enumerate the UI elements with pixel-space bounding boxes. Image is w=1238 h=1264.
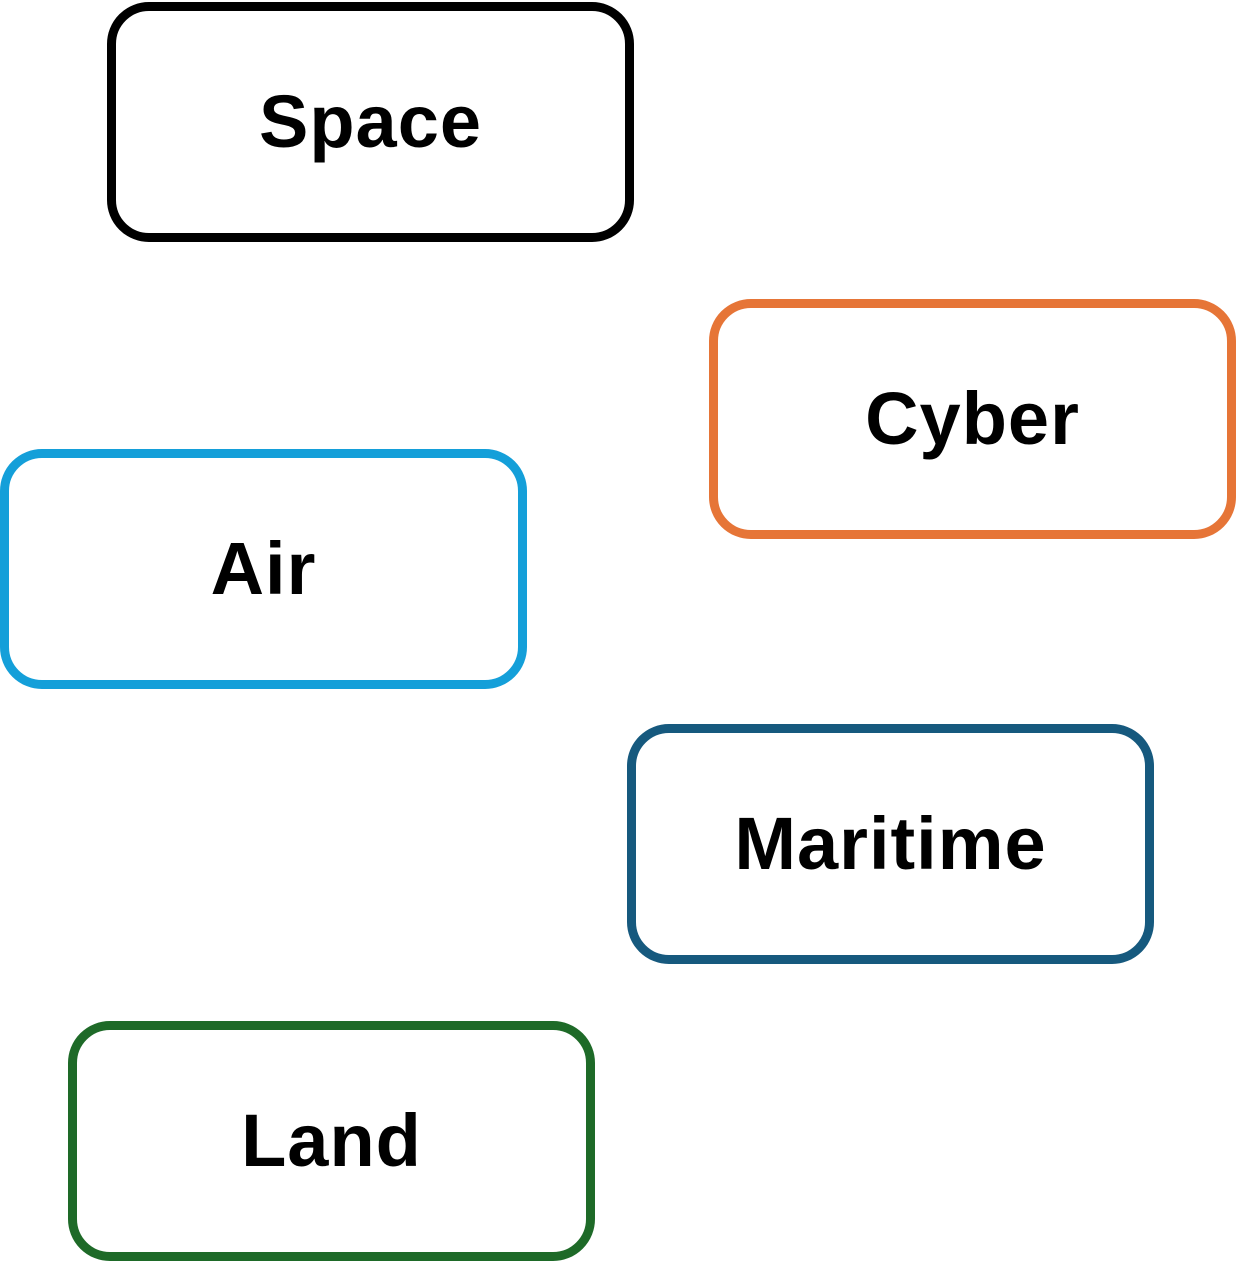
cyber-domain-box: Cyber [709,299,1236,539]
space-label: Space [258,80,483,163]
space-domain-box: Space [107,2,634,242]
land-label: Land [241,1099,422,1182]
cyber-label: Cyber [865,377,1080,460]
maritime-label: Maritime [734,802,1047,885]
air-label: Air [210,527,317,610]
maritime-domain-box: Maritime [627,724,1154,964]
air-domain-box: Air [0,449,527,689]
land-domain-box: Land [68,1021,595,1261]
